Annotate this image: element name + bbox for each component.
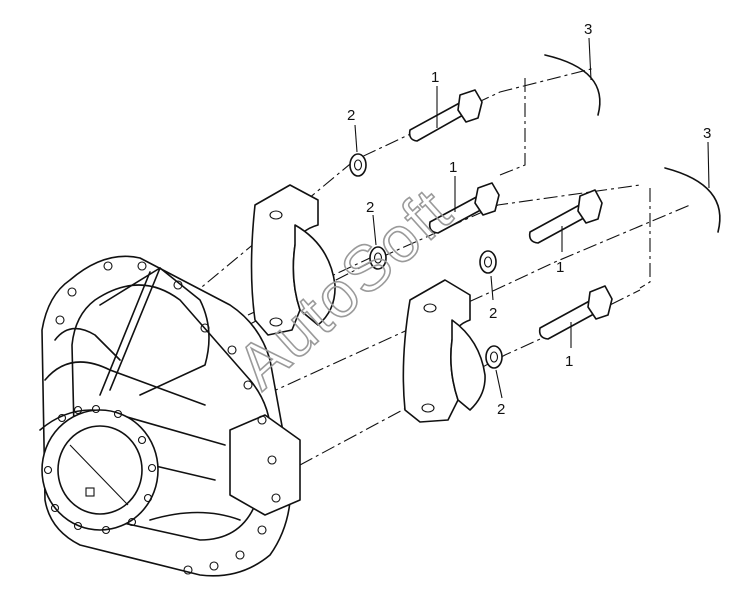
bearing-cap-upper-arc bbox=[292, 224, 336, 326]
housing-cone-edge bbox=[99, 271, 151, 396]
housing-rib bbox=[54, 327, 121, 361]
leader-lines bbox=[354, 37, 710, 399]
callout-labels: 1 1 1 1 2 2 2 2 3 3 bbox=[347, 21, 711, 418]
bolt-middle-right bbox=[528, 189, 603, 244]
housing-side-boss bbox=[229, 414, 301, 516]
bearing-cap-upper-hole bbox=[269, 317, 283, 327]
leader-c2c bbox=[490, 275, 494, 301]
callout-3: 3 bbox=[703, 125, 711, 142]
washer-middle-left bbox=[369, 246, 387, 270]
bearing-cap-upper-hole bbox=[269, 210, 283, 220]
bolt-middle-left-head bbox=[474, 182, 500, 216]
washer-lower-inner bbox=[489, 351, 499, 363]
leader-c2a bbox=[354, 124, 358, 153]
arc-symbol-upper bbox=[544, 54, 601, 116]
housing-cone bbox=[99, 267, 210, 396]
pinion-bore-detail bbox=[69, 444, 129, 506]
callout-1: 1 bbox=[431, 69, 439, 86]
pinion-bore-mark bbox=[85, 487, 95, 497]
bolt-lower-head bbox=[587, 285, 613, 320]
callout-2: 2 bbox=[497, 401, 505, 418]
axis-bracket-upper bbox=[499, 78, 526, 176]
pinion-ring-bolt-holes bbox=[43, 404, 157, 535]
washer-upper-outer bbox=[349, 153, 367, 177]
callout-1: 1 bbox=[565, 353, 573, 370]
bolt-middle-right-head bbox=[577, 189, 603, 224]
bearing-cap-lower-arc bbox=[450, 319, 486, 411]
bolt-lower bbox=[538, 285, 613, 340]
washer-upper-inner bbox=[353, 159, 363, 171]
leader-c3b bbox=[707, 141, 710, 189]
housing-cone-edge bbox=[109, 267, 161, 391]
housing-rib bbox=[149, 511, 241, 521]
washer-middle-left-outer bbox=[369, 246, 387, 270]
washer-lower bbox=[485, 345, 503, 369]
callout-3: 3 bbox=[584, 21, 592, 38]
bearing-cap-lower-hole bbox=[423, 303, 437, 313]
bolt-middle-left bbox=[428, 182, 500, 234]
callout-1: 1 bbox=[556, 259, 564, 276]
axis-line-cap bbox=[247, 257, 371, 316]
leader-c2b bbox=[372, 214, 377, 246]
axis-bracket-lower bbox=[639, 188, 651, 289]
leader-c2d bbox=[495, 369, 503, 399]
flange-bolt-holes bbox=[55, 261, 281, 575]
bolt-upper-head bbox=[457, 89, 483, 123]
pinion-bore-inner bbox=[57, 425, 143, 515]
axis-line-right-upper bbox=[264, 204, 691, 396]
callout-2: 2 bbox=[366, 199, 374, 216]
bearing-cap-upper bbox=[250, 184, 336, 336]
washer-middle-left-inner bbox=[373, 252, 383, 264]
callout-2: 2 bbox=[489, 305, 497, 322]
arc-symbol-lower bbox=[664, 167, 721, 233]
leader-c3a bbox=[588, 37, 592, 81]
washer-middle-right bbox=[479, 250, 497, 274]
bearing-cap-lower-hole bbox=[421, 403, 435, 413]
bearing-cap-lower bbox=[402, 279, 486, 423]
bolt-upper bbox=[408, 89, 483, 142]
washer-middle-right-inner bbox=[483, 256, 493, 268]
callout-1: 1 bbox=[449, 159, 457, 176]
callout-2: 2 bbox=[347, 107, 355, 124]
washer-upper bbox=[349, 153, 367, 177]
axle-housing bbox=[39, 255, 301, 577]
washer-middle-right-outer bbox=[479, 250, 497, 274]
washer-lower-outer bbox=[485, 345, 503, 369]
